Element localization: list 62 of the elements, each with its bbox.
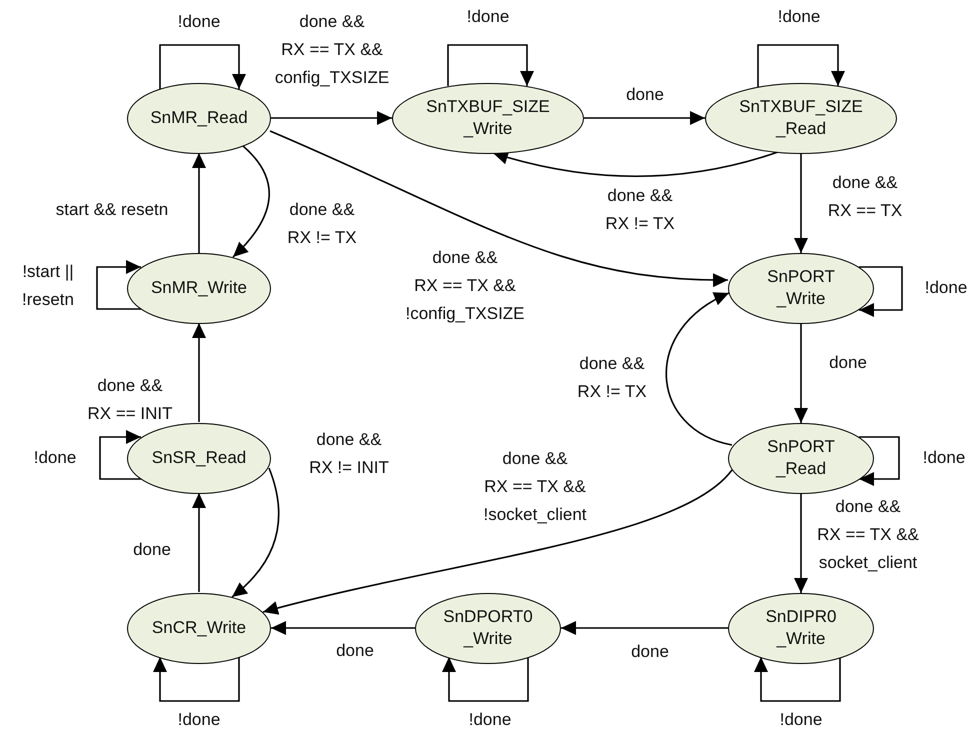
transition-arrow	[794, 153, 808, 253]
state-name: SnMR_Read	[150, 107, 248, 129]
edge-label: done && RX == TX && socket_client	[817, 496, 919, 574]
edge-label: !done	[778, 6, 820, 28]
transition-arrow	[192, 323, 206, 422]
transition-arrow	[192, 153, 206, 253]
edge-label: !done	[34, 447, 76, 469]
edge-label: done && RX == TX && !config_TXSIZE	[405, 247, 525, 325]
self-loop-arrow	[859, 266, 903, 317]
edge-label: done	[631, 641, 669, 663]
transition-arrow	[584, 111, 705, 125]
edge-label: !done	[178, 709, 220, 731]
state-name: SnMR_Write	[150, 277, 248, 299]
self-loop-arrow	[159, 44, 246, 89]
transition-arrow	[271, 621, 415, 635]
edge-label: done && RX != INIT	[309, 429, 389, 479]
self-loop-arrow	[447, 44, 534, 86]
edge-label: !done	[178, 11, 220, 33]
transition-arrow	[794, 323, 808, 423]
transition-arrow	[561, 621, 728, 635]
edge-label: done && RX == TX	[828, 172, 902, 222]
state-name: SnCR_Write	[152, 617, 246, 639]
edge-label: done && RX == TX && config_TXSIZE	[274, 11, 390, 89]
edge-label: done && RX == INIT	[87, 375, 173, 425]
self-loop-arrow	[442, 657, 529, 702]
edge-label: done	[336, 640, 374, 662]
edge-label: done && RX != TX	[605, 185, 675, 235]
transition-arrow	[262, 469, 733, 615]
edge-label: done && RX == TX && !socket_client	[484, 448, 586, 526]
state-name: SnPORT _Write	[767, 266, 835, 310]
state-name: SnSR_Read	[152, 447, 246, 469]
transition-arrow	[794, 493, 808, 593]
edge-label: start && resetn	[56, 199, 168, 221]
self-loop-arrow	[859, 436, 900, 486]
edge-label: done	[829, 352, 867, 374]
self-loop-arrow	[757, 44, 845, 87]
state-name: SnTXBUF_SIZE _Read	[739, 96, 863, 140]
edge-label: !done	[922, 447, 966, 469]
self-loop-arrow	[153, 657, 240, 702]
transition-arrow	[492, 150, 778, 178]
transition-arrow	[231, 468, 280, 598]
edge-label: !start || !resetn	[22, 261, 74, 311]
edge-label: done	[626, 84, 664, 106]
state-name: SnTXBUF_SIZE _Write	[426, 96, 550, 140]
transition-arrow	[271, 111, 392, 125]
self-loop-arrow	[96, 260, 141, 310]
transition-arrow	[270, 130, 728, 287]
edge-label: !done	[468, 709, 512, 731]
self-loop-arrow	[754, 657, 841, 702]
edge-label: !done	[780, 709, 822, 731]
transition-arrow	[192, 493, 206, 592]
edge-label: done && RX != TX	[287, 199, 357, 249]
edge-label: !done	[924, 277, 968, 299]
edge-label: !done	[466, 6, 510, 28]
edge-label: done	[133, 539, 171, 561]
self-loop-arrow	[99, 430, 141, 480]
state-name: SnPORT _Read	[767, 436, 835, 480]
state-name: SnDIPR0 _Write	[766, 606, 836, 650]
edge-label: done && RX != TX	[577, 353, 647, 403]
transition-arrow	[666, 292, 732, 446]
transition-arrow	[232, 145, 270, 258]
state-name: SnDPORT0 _Write	[443, 606, 533, 650]
